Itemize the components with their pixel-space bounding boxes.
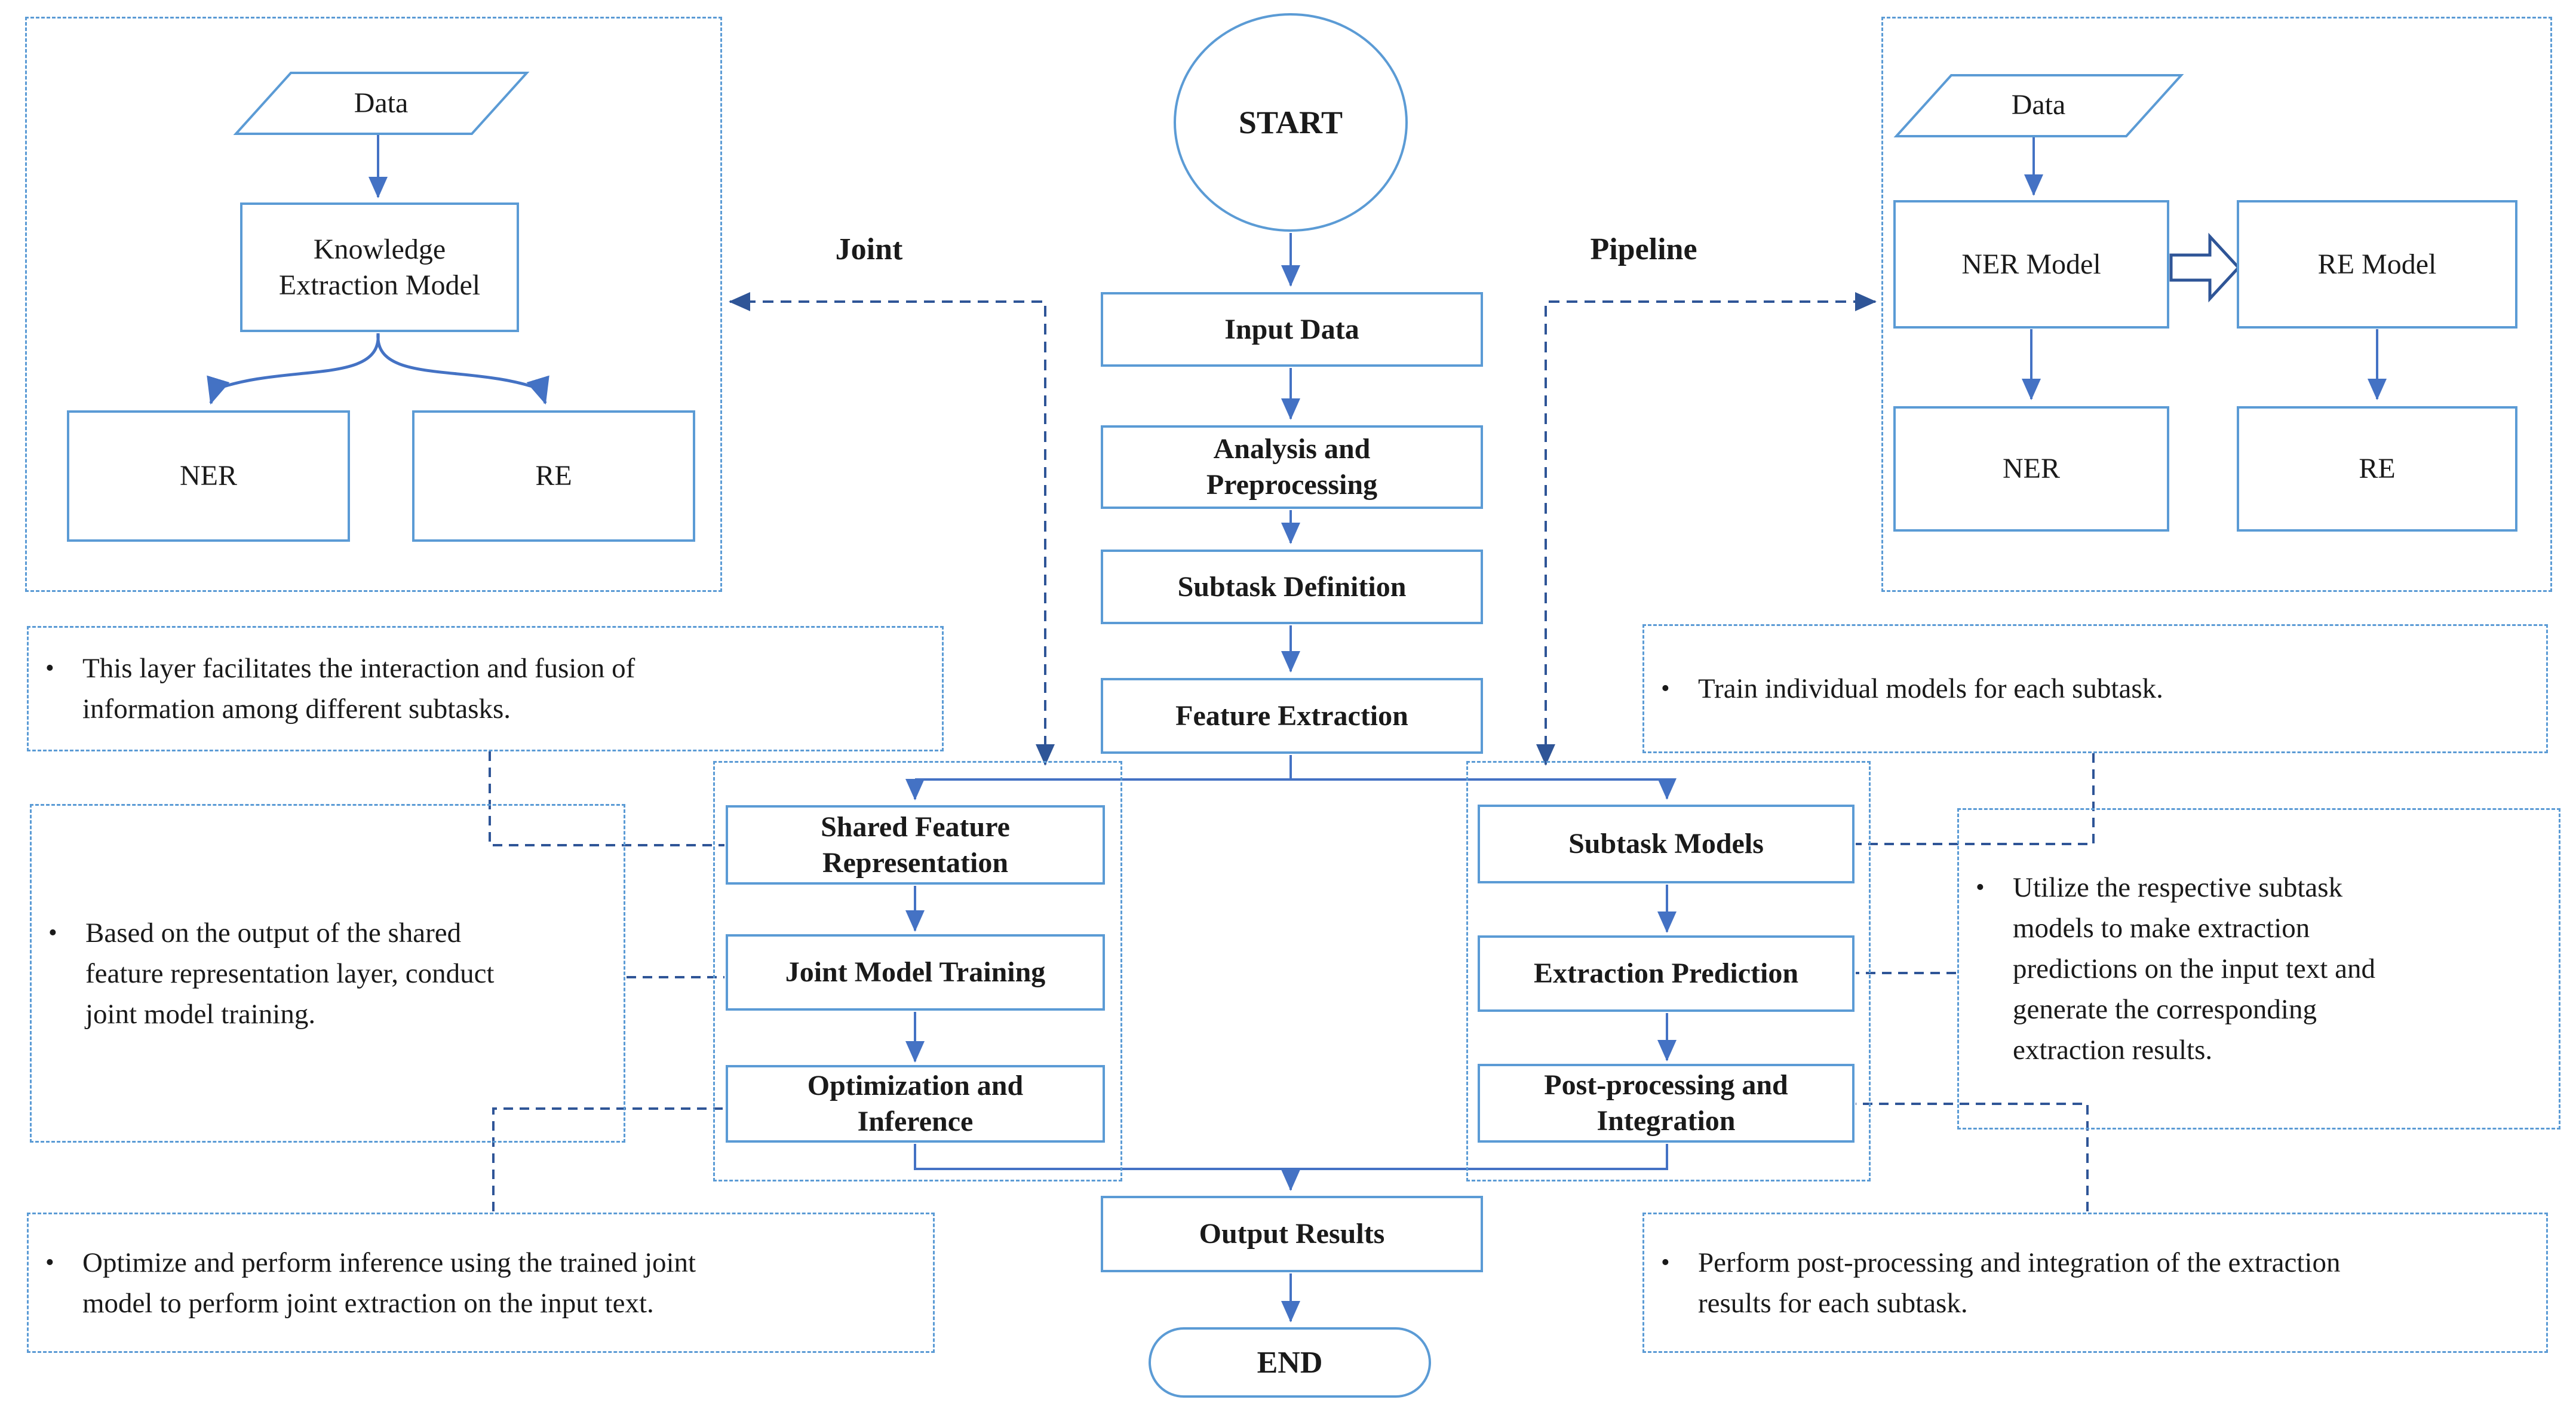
bullet-icon: • (45, 655, 54, 682)
start-node: START (1174, 13, 1408, 232)
output-results-box: Output Results (1101, 1196, 1483, 1272)
note-connector-pipeline-3 (1856, 1103, 2089, 1211)
joint-data-parallelogram (233, 72, 530, 135)
pipeline-note-utilize-text: Utilize the respective subtask models to… (2013, 872, 2375, 1066)
pipeline-note-postprocess: • Perform post-processing and integratio… (1642, 1213, 2548, 1353)
re-model-box: RE Model (2237, 200, 2517, 329)
shared-feature-representation-box: Shared Feature Representation (726, 805, 1105, 885)
joint-re-box: RE (412, 410, 695, 542)
bullet-icon: • (45, 1248, 54, 1276)
pipeline-note-train: • Train individual models for each subta… (1642, 624, 2548, 753)
joint-note-training: • Based on the output of the shared feat… (30, 804, 625, 1143)
note-connector-pipeline-1 (1856, 753, 2095, 845)
joint-note-optimize: • Optimize and perform inference using t… (27, 1213, 935, 1353)
bullet-icon: • (1976, 874, 1985, 901)
bullet-icon: • (1661, 675, 1670, 702)
pipeline-note-utilize: • Utilize the respective subtask models … (1957, 808, 2560, 1130)
joint-note-fusion: • This layer facilitates the interaction… (27, 626, 944, 751)
joint-data-label: Data (354, 87, 409, 119)
joint-model-training-box: Joint Model Training (726, 934, 1105, 1011)
joint-branch-connector (729, 292, 1055, 766)
joint-note-training-text: Based on the output of the shared featur… (85, 917, 495, 1030)
block-arrow-icon (2169, 232, 2241, 303)
bullet-icon: • (48, 919, 57, 947)
pipeline-note-train-text: Train individual models for each subtask… (1698, 673, 2163, 704)
bullet-icon: • (1661, 1248, 1670, 1276)
pipeline-branch-connector (1536, 292, 1877, 766)
pipeline-re-box: RE (2237, 406, 2517, 532)
pipeline-branch-group (1466, 761, 1871, 1181)
ner-model-box: NER Model (1893, 200, 2169, 329)
knowledge-extraction-model-box: Knowledge Extraction Model (240, 202, 519, 332)
optimization-inference-box: Optimization and Inference (726, 1065, 1105, 1143)
note-connector-joint-3 (492, 1107, 724, 1211)
input-data-box: Input Data (1101, 292, 1483, 367)
joint-note-optimize-text: Optimize and perform inference using the… (82, 1247, 696, 1319)
pipeline-data-label: Data (2011, 89, 2066, 121)
pipeline-diagram-group (1881, 17, 2552, 592)
merge-left (914, 1144, 1291, 1170)
end-node: END (1149, 1327, 1431, 1398)
feature-extraction-box: Feature Extraction (1101, 678, 1483, 754)
merge-right (1291, 1144, 1668, 1170)
pipeline-ner-box: NER (1893, 406, 2169, 532)
postprocessing-integration-box: Post-processing and Integration (1478, 1064, 1855, 1143)
joint-diagram-group (25, 17, 722, 592)
subtask-models-box: Subtask Models (1478, 805, 1855, 883)
arrow-model-to-ner (207, 333, 380, 405)
extraction-prediction-box: Extraction Prediction (1478, 935, 1855, 1012)
analysis-preprocessing-box: Analysis and Preprocessing (1101, 425, 1483, 509)
joint-branch-group (713, 761, 1122, 1181)
pipeline-label: Pipeline (1590, 232, 1697, 266)
joint-ner-box: NER (67, 410, 350, 542)
pipeline-data-parallelogram (1893, 74, 2184, 137)
pipeline-note-postprocess-text: Perform post-processing and integration … (1698, 1247, 2341, 1319)
subtask-definition-box: Subtask Definition (1101, 550, 1483, 624)
arrow-model-to-re (376, 333, 549, 405)
note-connector-joint-1 (489, 751, 724, 846)
joint-note-fusion-text: This layer facilitates the interaction a… (82, 653, 635, 725)
joint-label: Joint (835, 232, 903, 266)
